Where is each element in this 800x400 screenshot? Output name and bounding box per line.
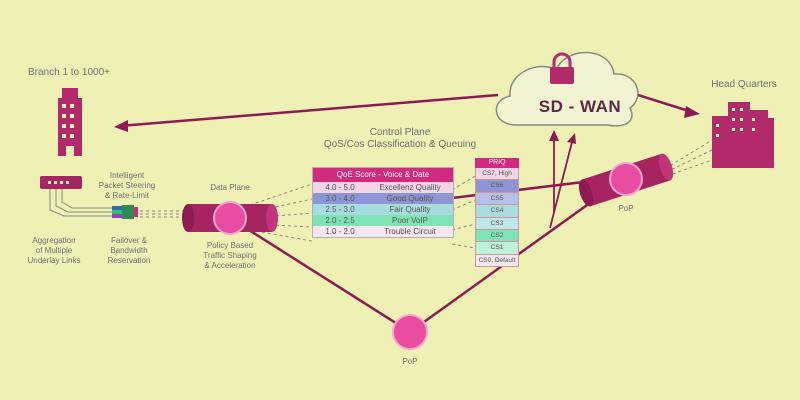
- qoe-range: 1.0 - 2.0: [325, 227, 355, 236]
- pop-right-label: PoP: [618, 204, 634, 213]
- qoe-range: 2.5 - 3.0: [325, 205, 355, 214]
- data-plane-label: Data Plane: [210, 183, 250, 192]
- qoe-quality: Trouble Circuit: [384, 227, 436, 236]
- branch-building-icon: [58, 88, 82, 156]
- qoe-score-table: QoE Score - Voice & Date 4.0 - 5.0 Excel…: [312, 167, 454, 238]
- qoe-row: 2.0 - 2.5 Poor VoIP: [313, 215, 453, 226]
- intelligent-steering-label: Intelligent Packet Steering & Rate-Limit: [98, 171, 156, 200]
- qoe-quality: Excellenz Quality: [379, 183, 441, 192]
- data-plane-tube-icon: [182, 201, 278, 235]
- lock-icon: [550, 52, 574, 84]
- router-icon: [40, 176, 82, 189]
- underlay-links: [49, 189, 112, 217]
- qoe-row: 1.0 - 2.0 Trouble Circuit: [313, 226, 453, 237]
- hq-building-icon: [712, 102, 774, 168]
- policy-label: Policy Based Traffic Shaping & Accelerat…: [203, 241, 257, 270]
- qoe-quality: Poor VoIP: [391, 216, 429, 225]
- priq-cell: CS7, High: [475, 168, 519, 181]
- qoe-quality: Fair Quality: [389, 205, 431, 214]
- priq-cell: CS0, Default: [475, 254, 519, 268]
- priq-cell: CS6: [475, 180, 519, 193]
- priq-cell: CS3: [475, 217, 519, 230]
- priq-cell: CS2: [475, 229, 519, 243]
- priq-cell: CS5: [475, 192, 519, 206]
- failover-label: Failover & Bandwidth Reservation: [107, 236, 151, 265]
- pop-right-node: [609, 162, 643, 196]
- qoe-row: 2.5 - 3.0 Fair Quality: [313, 204, 453, 215]
- aggregation-label: Aggregation of Multiple Underlay Links: [27, 236, 81, 265]
- priq-cell: CS1: [475, 242, 519, 255]
- cloud-arrows: [549, 130, 576, 229]
- head-quarters-label: Head Quarters: [711, 79, 777, 90]
- pop-bottom-label: PoP: [402, 357, 418, 366]
- failover-plugs-icon: [112, 205, 138, 219]
- qoe-range: 3.0 - 4.0: [325, 194, 355, 203]
- qoe-quality: Good Quality: [386, 194, 434, 203]
- plug-dashed-links: [140, 210, 188, 218]
- queue-dashed-links: [249, 175, 476, 249]
- qoe-table-title: QoE Score - Voice & Date: [313, 168, 453, 182]
- qoe-range: 2.0 - 2.5: [325, 216, 355, 225]
- qoe-row: 3.0 - 4.0 Good Quality: [313, 193, 453, 204]
- qoe-row: 4.0 - 5.0 Excellenz Quality: [313, 182, 453, 193]
- priq-title: PRIQ: [475, 158, 519, 168]
- priq-queue-table: PRIQ CS7, High CS6 CS5 CS4 CS3 CS2 CS1 C…: [475, 158, 519, 268]
- control-plane-title: Control Plane QoS/Cos Classification & Q…: [323, 127, 477, 150]
- branch-label: Branch 1 to 1000+: [27, 67, 110, 78]
- qoe-range: 4.0 - 5.0: [325, 183, 355, 192]
- sd-wan-cloud: [495, 51, 639, 127]
- pop-bottom-node: [392, 314, 428, 350]
- sd-wan-label: SD - WAN: [538, 97, 622, 116]
- priq-cell: CS4: [475, 205, 519, 218]
